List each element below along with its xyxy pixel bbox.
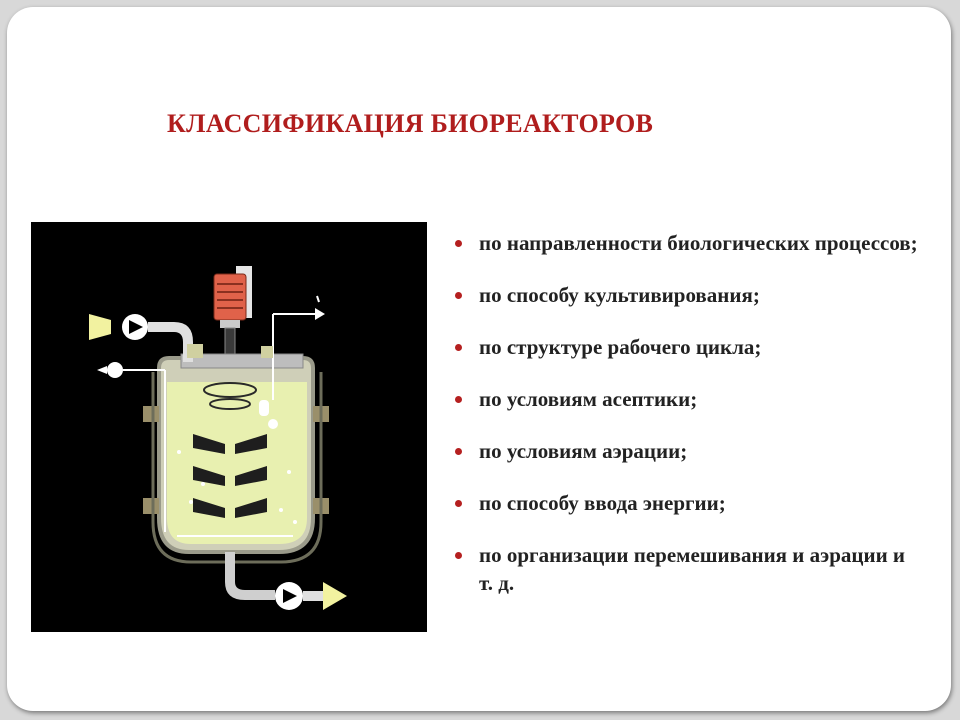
motor-icon: [213, 273, 247, 328]
list-item: по способу ввода энергии;: [453, 489, 923, 517]
bioreactor-diagram: [31, 222, 427, 632]
list-item: по направленности биологических процессо…: [453, 229, 923, 257]
inlet-pump-icon: [89, 314, 193, 362]
swirl-icon: [203, 382, 257, 398]
list-item: по условиям аэрации;: [453, 437, 923, 465]
reactor-vessel: [143, 353, 329, 564]
impeller-blades: [193, 434, 267, 518]
bullet-dot-icon: [455, 292, 462, 299]
classification-list: по направленности биологических процессо…: [453, 229, 923, 621]
bullet-dot-icon: [455, 552, 462, 559]
bullet-dot-icon: [455, 344, 462, 351]
list-item: по структуре рабочего цикла;: [453, 333, 923, 361]
culture-liquid: [167, 382, 307, 544]
list-item: по способу культивирования;: [453, 281, 923, 309]
list-item: по организации перемешивания и аэрации и…: [453, 541, 923, 597]
slide-title: КЛАССИФИКАЦИЯ БИОРЕАКТОРОВ: [167, 109, 654, 138]
sampling-probe-icon: [97, 362, 166, 532]
slide: КЛАССИФИКАЦИЯ БИОРЕАКТОРОВ: [7, 7, 951, 711]
bullet-dot-icon: [455, 448, 462, 455]
bullet-dot-icon: [455, 396, 462, 403]
list-item: по условиям асептики;: [453, 385, 923, 413]
outlet-pump-icon: [225, 552, 347, 610]
bullet-dot-icon: [455, 500, 462, 507]
bullet-dot-icon: [455, 240, 462, 247]
